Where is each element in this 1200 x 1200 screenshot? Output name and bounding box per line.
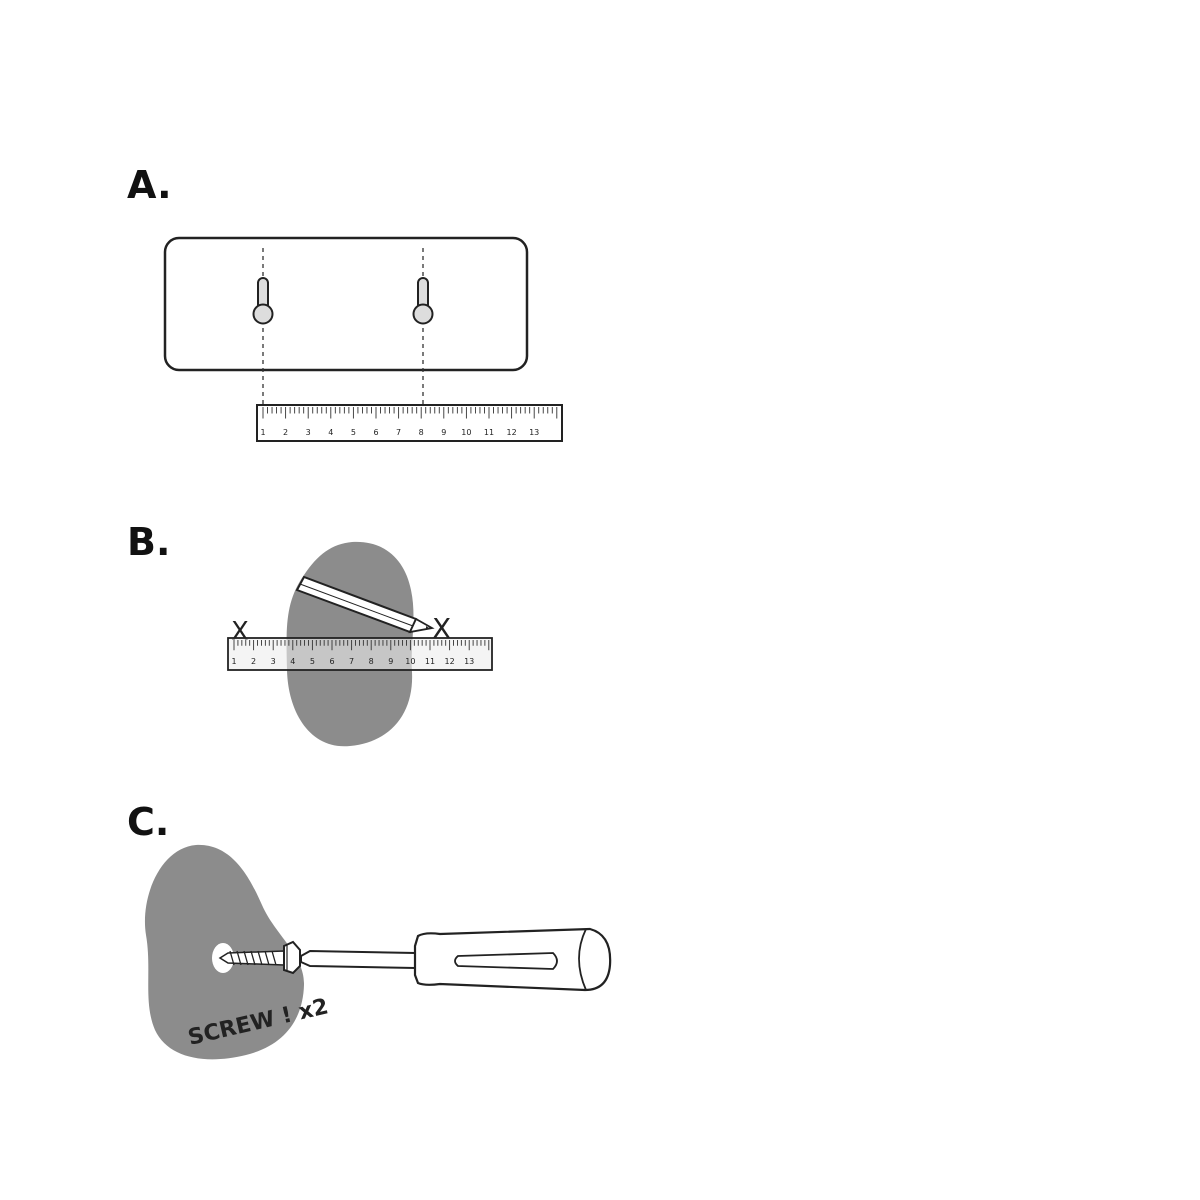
ruler-b-number: 12 bbox=[445, 657, 455, 666]
ruler-b-number: 4 bbox=[290, 657, 295, 666]
ruler-b-number: 3 bbox=[271, 657, 276, 666]
ruler-a-number: 4 bbox=[328, 428, 333, 437]
step-b-label: B. bbox=[127, 520, 170, 564]
keyhole-slot-right-icon bbox=[412, 277, 434, 325]
ruler-b-number: 11 bbox=[425, 657, 435, 666]
step-c-label: C. bbox=[127, 800, 169, 844]
ruler-b-number: 6 bbox=[329, 657, 334, 666]
ruler-a-number: 12 bbox=[507, 428, 517, 437]
ruler-a-number: 9 bbox=[441, 428, 446, 437]
ruler-b-number: 8 bbox=[369, 657, 374, 666]
keyhole-slot-left-icon bbox=[252, 277, 274, 325]
ruler-a-number: 13 bbox=[529, 428, 539, 437]
ruler-b-number: 9 bbox=[388, 657, 393, 666]
ruler-a-number: 8 bbox=[419, 428, 424, 437]
ruler-a-number: 2 bbox=[283, 428, 288, 437]
ruler-a-number: 1 bbox=[260, 428, 265, 437]
step-a-label: A. bbox=[127, 163, 172, 207]
ruler-b-body bbox=[227, 637, 493, 671]
ruler-a-number: 5 bbox=[351, 428, 356, 437]
pencil-icon bbox=[295, 575, 435, 634]
ruler-a-number: 7 bbox=[396, 428, 401, 437]
mounting-panel bbox=[163, 236, 529, 372]
ruler-b-number: 5 bbox=[310, 657, 315, 666]
ruler-b-number: 2 bbox=[251, 657, 256, 666]
ruler-b-number: 7 bbox=[349, 657, 354, 666]
ruler-a-number: 11 bbox=[484, 428, 494, 437]
ruler-a-number: 10 bbox=[461, 428, 471, 437]
screw-icon bbox=[218, 940, 301, 975]
screwdriver-icon bbox=[300, 927, 612, 992]
step-c: C. SCREW ! x2 bbox=[127, 800, 612, 1060]
mark-x-right: X bbox=[432, 612, 451, 645]
ruler-a-number: 3 bbox=[306, 428, 311, 437]
ruler-b-number: 10 bbox=[405, 657, 415, 666]
ruler-b-number: 1 bbox=[231, 657, 236, 666]
ruler-b-number: 13 bbox=[464, 657, 474, 666]
ruler-a-number: 6 bbox=[373, 428, 378, 437]
